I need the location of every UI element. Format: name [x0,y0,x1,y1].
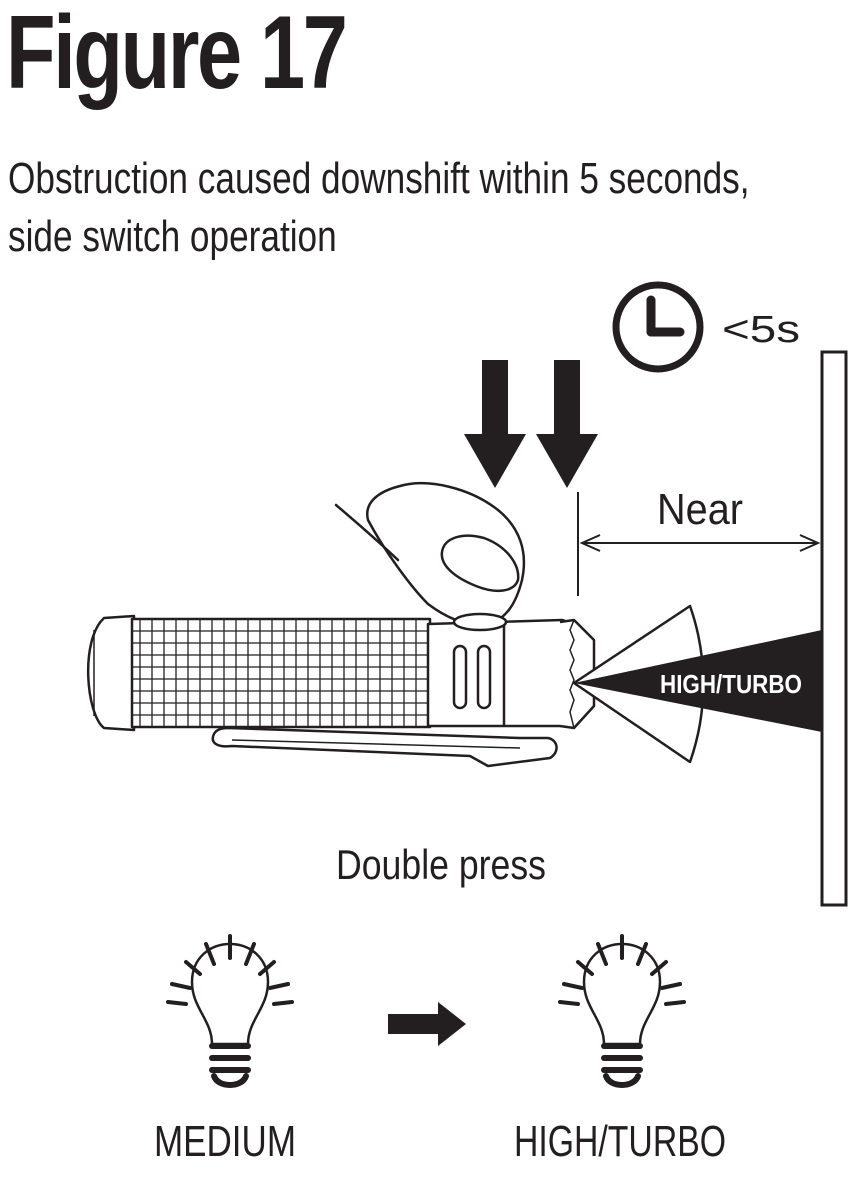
clock-icon [612,281,704,373]
finger-icon [334,482,526,627]
press-arrow-icon [464,360,526,488]
action-label: Double press [336,841,546,888]
light-bulb-icon [558,934,686,1088]
beam-label: HIGH/TURBO [660,669,802,699]
mode-to-label: HIGH/TURBO [514,1117,726,1166]
figure-subtitle: Obstruction caused downshift within 5 se… [8,150,856,266]
figure-title: Figure 17 [6,0,348,111]
distance-label: Near [657,485,743,534]
distance-indicator [577,492,821,596]
light-bulb-icon [166,934,294,1088]
obstruction-wall [820,350,848,907]
timer-label: <5s [722,309,800,351]
subtitle-line-1: Obstruction caused downshift within 5 se… [8,154,750,203]
right-arrow-icon [388,1002,466,1046]
subtitle-line-2: side switch operation [8,212,337,261]
mode-from-label: MEDIUM [154,1117,296,1166]
flashlight-icon [87,612,596,768]
press-arrow-icon [536,360,598,488]
beam-indicator [572,604,822,764]
